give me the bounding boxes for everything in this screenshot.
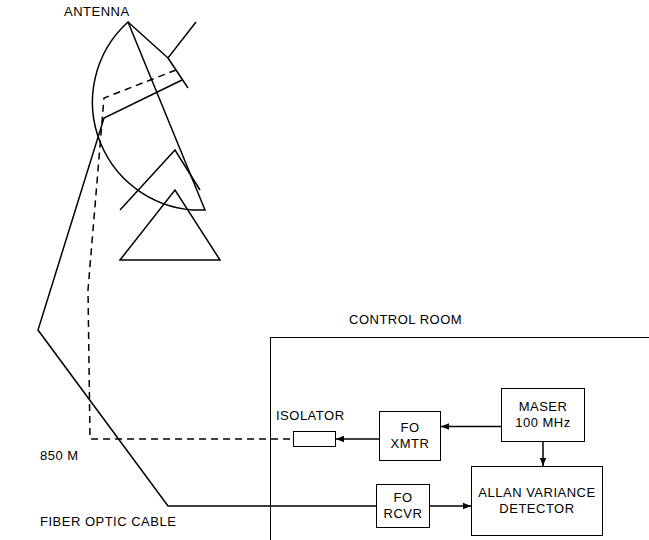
box-label: ALLAN VARIANCE DETECTOR [476,485,598,517]
box-label: FO XMTR [384,420,436,452]
receiver-box: FO RCVR [376,484,430,528]
signal-arrow [430,505,471,507]
isolator-box: ISOLATOR [293,431,336,447]
control-room-region: CONTROL ROOMISOLATORFO XMTRMASER 100 MHz… [270,337,649,540]
fiber-cable-out [88,70,293,439]
antenna-label: ANTENNA [64,4,130,19]
cable-label: FIBER OPTIC CABLE [40,514,176,529]
detector-box: ALLAN VARIANCE DETECTOR [471,466,603,536]
signal-arrow [542,442,544,466]
region-label: CONTROL ROOM [349,312,462,328]
signal-arrow [336,438,379,440]
region-label: ISOLATOR [276,408,345,424]
signal-arrow [441,426,501,428]
length-label: 850 M [40,448,79,463]
maser-box: MASER 100 MHz [501,388,585,442]
box-label: FO RCVR [381,490,425,522]
fiber-cable-return [38,80,376,506]
transmitter-box: FO XMTR [379,411,441,461]
box-label: MASER 100 MHz [506,399,580,431]
